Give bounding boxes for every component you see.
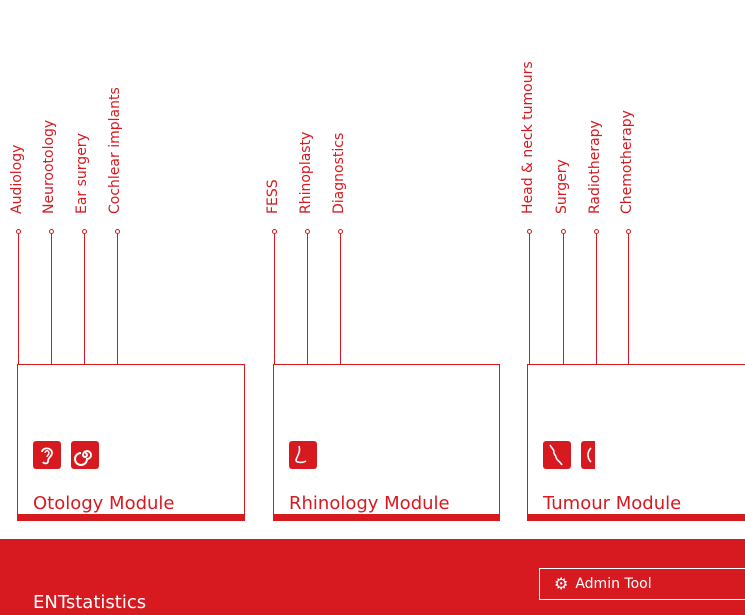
link-chemotherapy[interactable]: Chemotherapy: [619, 110, 635, 214]
connector-line: [339, 234, 341, 364]
footer-bar: ⚙ Admin Tool ENTstatistics: [0, 539, 745, 615]
module-title[interactable]: Otology Module: [33, 493, 175, 514]
nose-icon: [289, 441, 317, 469]
connector-line: [306, 234, 308, 364]
admin-tool-label: Admin Tool: [575, 576, 652, 592]
link-ear-surgery[interactable]: Ear surgery: [74, 133, 90, 214]
module-bar: [18, 514, 244, 521]
link-dot: [593, 229, 599, 234]
link-dot: [304, 229, 310, 234]
link-dot: [15, 229, 21, 234]
link-dot: [526, 229, 532, 234]
link-dot: [81, 229, 87, 234]
link-dot: [271, 229, 277, 234]
throat-icon: [581, 441, 595, 469]
module-title[interactable]: Tumour Module: [543, 493, 682, 514]
link-dot: [625, 229, 631, 234]
link-fess[interactable]: FESS: [265, 179, 281, 214]
connector-line: [116, 234, 118, 364]
connector-line: [50, 234, 52, 364]
module-bar: [274, 514, 499, 521]
connector-line: [627, 234, 629, 364]
connector-line: [273, 234, 275, 364]
link-dot: [48, 229, 54, 234]
link-dot: [560, 229, 566, 234]
connector-line: [528, 234, 530, 364]
otology-module-card[interactable]: Otology Module: [17, 364, 245, 521]
connector-line: [83, 234, 85, 364]
connector-line: [595, 234, 597, 364]
tumour-module-card[interactable]: Tumour Module: [527, 364, 745, 521]
connector-line: [17, 234, 19, 364]
link-dot: [337, 229, 343, 234]
module-title[interactable]: Rhinology Module: [289, 493, 450, 514]
admin-tool-button[interactable]: ⚙ Admin Tool: [539, 568, 745, 600]
rhinology-module-card[interactable]: Rhinology Module: [273, 364, 500, 521]
connector-line: [562, 234, 564, 364]
link-rhinoplasty[interactable]: Rhinoplasty: [298, 131, 314, 214]
link-audiology[interactable]: Audiology: [9, 144, 25, 214]
link-dot: [114, 229, 120, 234]
face-profile-icon: [543, 441, 571, 469]
module-bar: [528, 514, 745, 521]
link-neurootology[interactable]: Neurootology: [41, 119, 57, 214]
link-surgery[interactable]: Surgery: [554, 159, 570, 214]
link-radiotherapy[interactable]: Radiotherapy: [587, 120, 603, 214]
brand-title[interactable]: ENTstatistics: [33, 592, 147, 613]
cochlea-icon: [71, 441, 99, 469]
link-cochlear-implants[interactable]: Cochlear implants: [107, 87, 123, 214]
link-diagnostics[interactable]: Diagnostics: [331, 132, 347, 214]
link-head-neck-tumours[interactable]: Head & neck tumours: [520, 61, 536, 214]
ear-icon: [33, 441, 61, 469]
gear-icon: ⚙: [554, 574, 569, 593]
